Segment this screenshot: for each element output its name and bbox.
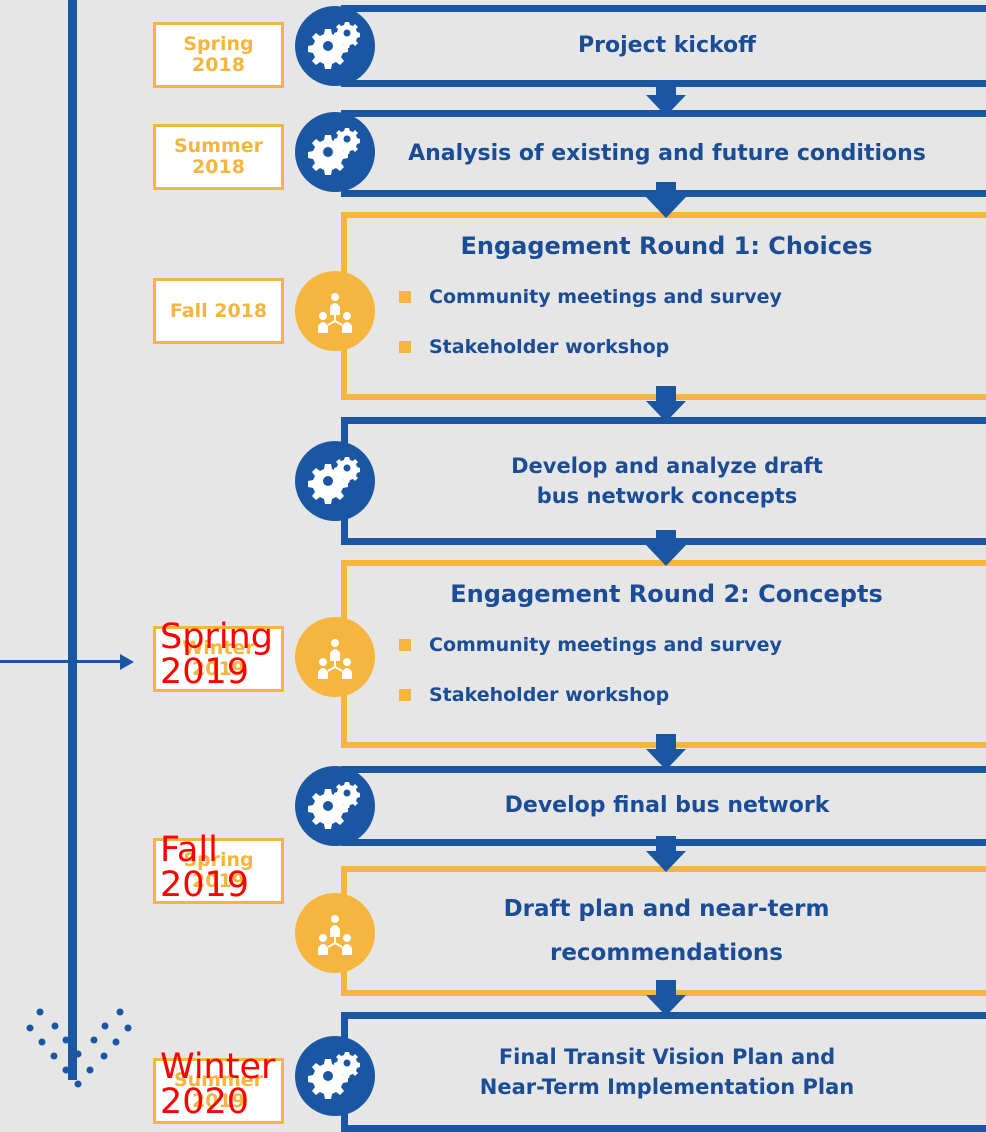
- gears-icon: [295, 112, 375, 192]
- timeline-axis: [68, 0, 77, 1080]
- step-draft-plan: Draft plan and near-term recommendations: [341, 866, 986, 996]
- down-arrow-icon: [646, 836, 686, 872]
- step-engagement-round-2: Engagement Round 2: Concepts Community m…: [341, 560, 986, 748]
- current-stage-pointer-arrowhead: [120, 654, 134, 670]
- down-arrow-icon: [646, 530, 686, 566]
- list-item: Stakeholder workshop: [399, 684, 986, 706]
- overlay-date-winter-2020: Winter 2020: [160, 1047, 276, 1122]
- people-network-icon: [295, 617, 375, 697]
- down-arrow-icon: [646, 980, 686, 1016]
- list-item: Stakeholder workshop: [399, 336, 986, 358]
- list-item: Community meetings and survey: [399, 286, 986, 308]
- date-label-winter-2019: Winter 2019: [153, 626, 284, 692]
- step-final-transit-vision-plan: Final Transit Vision Plan and Near-Term …: [341, 1012, 986, 1132]
- people-network-icon: [295, 271, 375, 351]
- step-engagement-round-1: Engagement Round 1: Choices Community me…: [341, 212, 986, 400]
- down-arrow-icon: [646, 182, 686, 218]
- step-project-kickoff: Project kickoff: [341, 5, 986, 87]
- down-arrow-icon: [646, 734, 686, 770]
- overlay-date-spring-2019: Spring 2019: [160, 617, 273, 692]
- gears-icon: [295, 6, 375, 86]
- down-arrow-icon: [646, 80, 686, 116]
- date-label-spring-2018: Spring 2018: [153, 22, 284, 88]
- date-label-summer-2019: Summer 2019: [153, 1058, 284, 1124]
- current-stage-pointer-line: [0, 660, 126, 663]
- overlay-date-fall-2019: Fall 2019: [160, 830, 250, 905]
- dotted-arrow-icon: [26, 1008, 132, 1088]
- list-item: Community meetings and survey: [399, 634, 986, 656]
- date-label-spring-2019: Spring 2019: [153, 838, 284, 904]
- people-network-icon: [295, 893, 375, 973]
- gears-icon: [295, 766, 375, 846]
- date-label-summer-2018: Summer 2018: [153, 124, 284, 190]
- down-arrow-icon: [646, 386, 686, 422]
- gears-icon: [295, 441, 375, 521]
- gears-icon: [295, 1036, 375, 1116]
- date-label-fall-2018: Fall 2018: [153, 278, 284, 344]
- step-final-bus-network: Develop final bus network: [341, 766, 986, 846]
- step-draft-bus-network-concepts: Develop and analyze draft bus network co…: [341, 417, 986, 545]
